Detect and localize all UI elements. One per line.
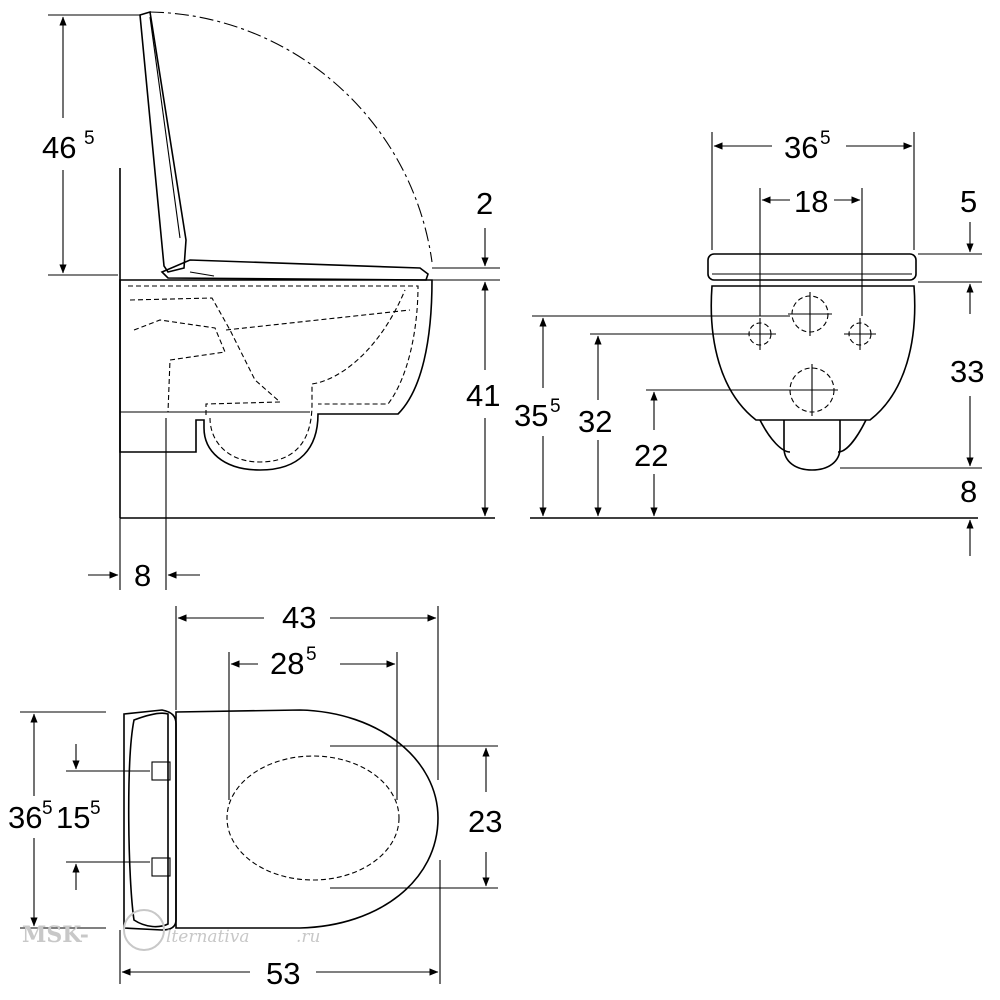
hidden-trap bbox=[209, 289, 406, 463]
bowl-outline bbox=[119, 279, 433, 471]
lid-swing-arc bbox=[149, 11, 433, 263]
dim-bolt-height: 32 bbox=[578, 404, 612, 439]
dim-bottom-gap: 8 bbox=[960, 474, 977, 509]
watermark-domain: .ru bbox=[296, 927, 320, 947]
bowl-opening bbox=[226, 755, 400, 881]
dim-inlet-height: 35 bbox=[514, 398, 548, 433]
dim-height-rim: 41 bbox=[466, 378, 500, 413]
outlet-front bbox=[783, 420, 841, 471]
hidden-channel bbox=[129, 297, 282, 418]
top-view: 43 28 5 36 5 15 5 23 53 bbox=[8, 600, 502, 991]
bowl-top bbox=[175, 709, 439, 929]
watermark-prefix: MSK- bbox=[22, 922, 89, 948]
dim-seat-thickness: 2 bbox=[476, 186, 493, 221]
dim-front-width: 36 bbox=[784, 130, 818, 165]
seat-rear bbox=[127, 712, 169, 928]
watermark-logo bbox=[123, 909, 165, 951]
dim-hinge-spacing-sup: 5 bbox=[90, 798, 101, 819]
front-view: 36 5 18 5 33 8 35 5 32 bbox=[514, 128, 984, 556]
watermark-suffix: lternativa bbox=[166, 927, 250, 947]
bowl-foot bbox=[759, 419, 867, 453]
dim-hinge-spacing: 15 bbox=[56, 800, 90, 835]
dim-front-width-sup: 5 bbox=[820, 128, 831, 149]
dim-bowl-length: 43 bbox=[282, 600, 316, 635]
side-view: 46 5 2 41 8 bbox=[42, 10, 500, 593]
hinge-top bbox=[151, 761, 171, 781]
seat-profile bbox=[160, 259, 429, 281]
dim-seat-gap: 5 bbox=[960, 184, 977, 219]
dim-height-lid: 46 bbox=[42, 130, 76, 165]
bolt-holes bbox=[744, 292, 876, 416]
dim-wall-offset: 8 bbox=[134, 558, 151, 593]
dim-opening-length-sup: 5 bbox=[306, 644, 317, 665]
bowl-front bbox=[710, 285, 916, 421]
dim-bowl-height: 33 bbox=[950, 354, 984, 389]
dim-overall-length: 53 bbox=[266, 956, 300, 991]
hinge-bottom bbox=[151, 857, 171, 877]
dim-outlet-height: 22 bbox=[634, 438, 668, 473]
dim-top-width: 36 bbox=[8, 800, 42, 835]
seat-front bbox=[707, 253, 917, 281]
dim-height-lid-sup: 5 bbox=[84, 128, 95, 149]
dim-opening-length: 28 bbox=[270, 646, 304, 681]
watermark: MSK- lternativa .ru bbox=[22, 909, 320, 951]
hidden-rim bbox=[128, 285, 419, 405]
hidden-inlet bbox=[133, 319, 226, 413]
dim-opening-width: 23 bbox=[468, 804, 502, 839]
seat-hinge bbox=[189, 271, 215, 277]
dim-inlet-height-sup: 5 bbox=[550, 396, 561, 417]
dim-bolt-spacing: 18 bbox=[794, 184, 828, 219]
lid-inner-line bbox=[149, 16, 181, 239]
hidden-waterline bbox=[225, 309, 411, 331]
dim-top-width-sup: 5 bbox=[42, 798, 53, 819]
